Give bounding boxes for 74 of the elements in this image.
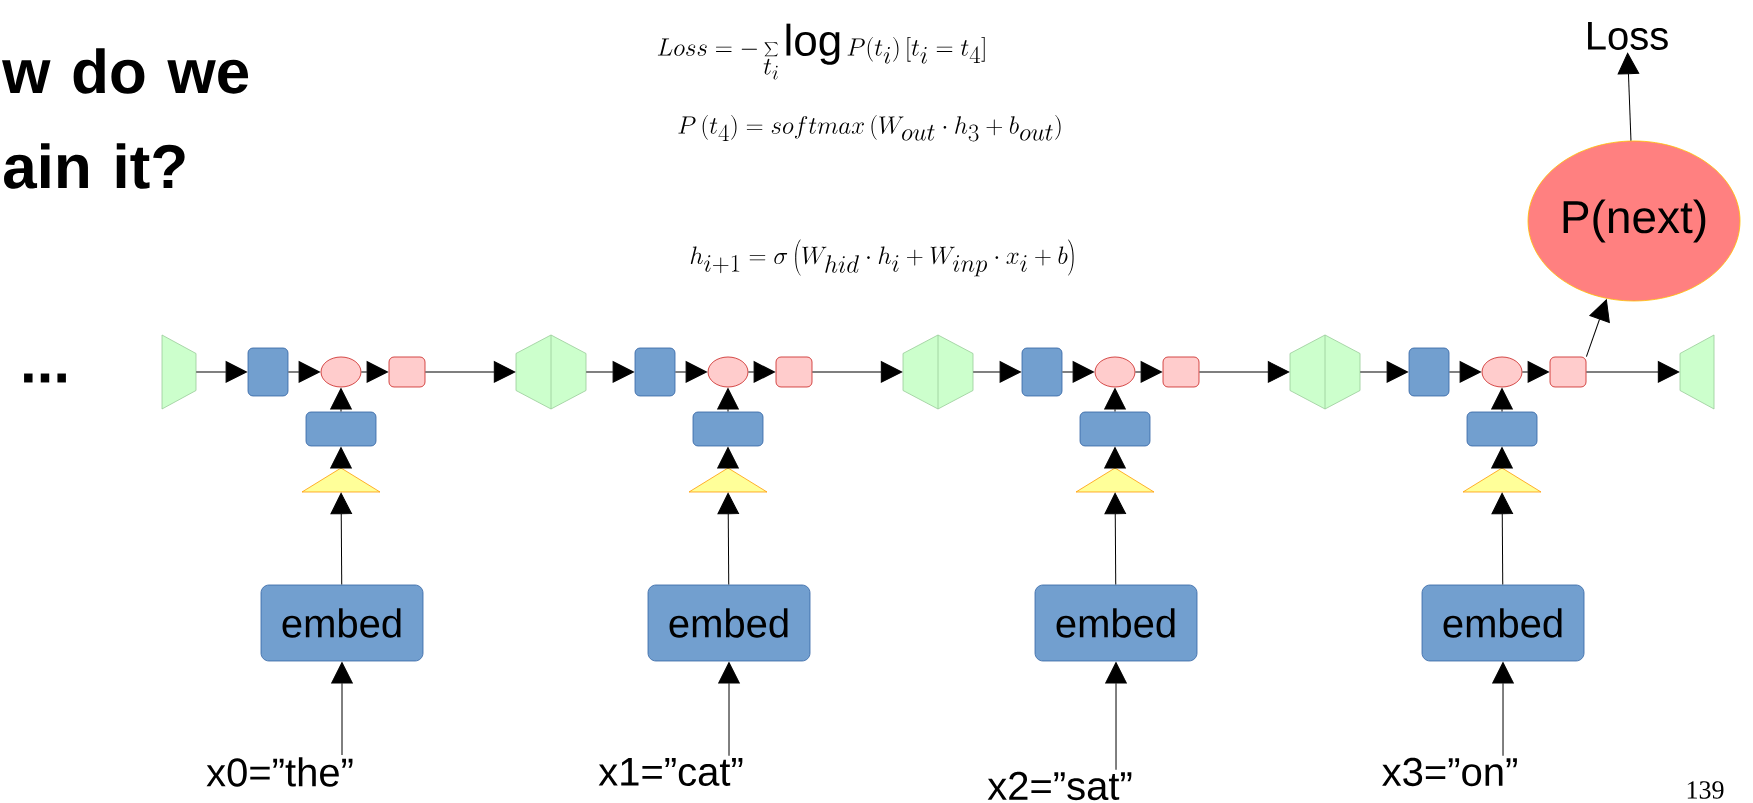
triangle-shape — [688, 467, 768, 493]
ellipse-shape — [1481, 356, 1523, 388]
rounded-rectangle — [1466, 411, 1538, 447]
slide-title: w do we ain it? — [2, 48, 249, 189]
formula: $P\left(t_4\right)=softmax\left(W_{out}\cdot h_3+b_{out}\right)$ — [678, 114, 1061, 142]
arrow — [287, 361, 320, 383]
arrow — [811, 361, 903, 383]
ellipse-shape — [320, 356, 362, 388]
arrow — [1061, 361, 1094, 383]
process-box: embed — [647, 584, 811, 662]
rounded-rectangle — [1549, 356, 1587, 388]
hexagon-shape — [1289, 334, 1361, 410]
arrow — [1521, 361, 1549, 383]
hexagon-shape — [902, 334, 974, 410]
page-number: 139 — [1687, 781, 1724, 799]
ellipse-shape — [1094, 356, 1136, 388]
arrow — [717, 492, 740, 586]
process-box: embed — [260, 584, 424, 662]
arrow — [1359, 361, 1408, 383]
arrow — [1617, 52, 1640, 142]
arrow — [1198, 361, 1290, 383]
triangle-shape — [301, 467, 381, 493]
arrow — [360, 361, 388, 383]
arrow — [1491, 447, 1513, 469]
ellipsis: ... — [24, 373, 66, 383]
rounded-rectangle — [775, 356, 813, 388]
process-box: embed — [1034, 584, 1198, 662]
arrow — [717, 388, 739, 413]
arrow — [1585, 361, 1680, 383]
rounded-square — [1408, 347, 1450, 397]
arrow — [674, 361, 707, 383]
hexagon-shape — [515, 334, 587, 410]
arrow — [972, 361, 1021, 383]
rounded-square — [1021, 347, 1063, 397]
arrow — [1134, 361, 1162, 383]
arrow — [1105, 662, 1127, 771]
ellipse-shape — [707, 356, 749, 388]
arrow — [1448, 361, 1481, 383]
rounded-rectangle — [1162, 356, 1200, 388]
formula: $Loss=-\sum_{t_i}\log P(t_i)\,[t_i=t_4]$ — [657, 23, 985, 80]
arrow — [1491, 388, 1513, 413]
arrow — [1104, 447, 1126, 469]
arrow — [718, 662, 740, 757]
input-word: x2=”sat” — [987, 771, 1132, 801]
input-word: x1=”cat” — [598, 758, 743, 786]
rounded-square — [634, 347, 676, 397]
arrow — [331, 662, 353, 756]
arrow — [330, 388, 352, 413]
rounded-rectangle — [692, 411, 764, 447]
arrow — [585, 361, 634, 383]
arrow — [424, 361, 516, 383]
process-box: embed — [1421, 584, 1585, 662]
arrow — [747, 361, 775, 383]
rounded-rectangle — [1079, 411, 1151, 447]
arrow — [1491, 492, 1514, 586]
arrow — [330, 447, 352, 469]
trapezoid-shape — [161, 334, 197, 410]
rounded-rectangle — [305, 411, 377, 447]
rounded-square — [247, 347, 289, 397]
trapezoid-shape — [1679, 334, 1715, 410]
triangle-shape — [1462, 467, 1542, 493]
arrow — [330, 492, 353, 586]
loss-label: Loss — [1588, 22, 1668, 50]
rounded-rectangle — [388, 356, 426, 388]
input-word: x0=”the” — [206, 757, 353, 787]
input-word: x3=”on” — [1382, 757, 1517, 787]
formula: $h_{i+1}=\sigma\left(W_{hid}\cdot h_i+W_{inp}\cdot x_i+b\right)$ — [690, 239, 1074, 277]
arrow — [1585, 299, 1610, 358]
arrow — [195, 361, 247, 383]
arrow — [717, 447, 739, 469]
arrow — [1492, 662, 1514, 757]
triangle-shape — [1075, 467, 1155, 493]
arrow — [1104, 492, 1127, 586]
arrow — [1104, 388, 1126, 413]
